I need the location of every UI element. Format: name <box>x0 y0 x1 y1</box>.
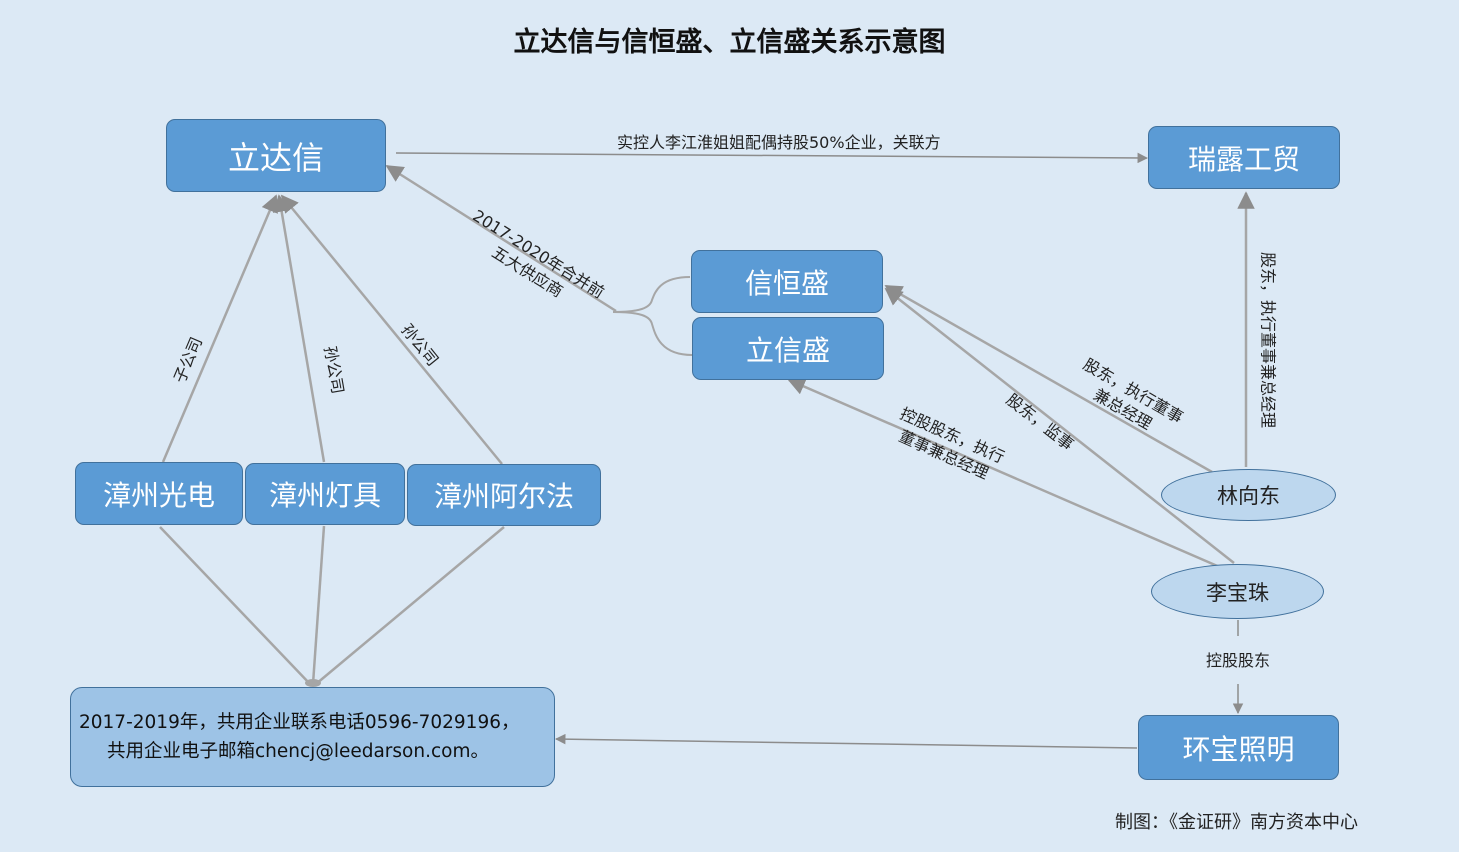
label-lin-ruilu: 股东，执行董事兼总经理 <box>1258 251 1278 429</box>
edge-aerfa-lidaxin <box>280 194 503 465</box>
edge-dengju-lidaxin <box>272 194 326 463</box>
note-line-2: 共用企业电子邮箱chencj@leedarson.com。 <box>107 741 489 762</box>
node-zz-aerfa: 漳州阿尔法 <box>407 464 601 526</box>
shared-contact-note: 2017-2019年，共用企业联系电话0596-7029196， 共用企业电子邮… <box>70 687 555 787</box>
node-xinhengsheng: 信恒盛 <box>691 250 883 313</box>
edge-lidaxin-ruilu <box>395 152 1149 164</box>
person-li: 李宝珠 <box>1151 564 1324 619</box>
edge-li-xinhengsheng <box>884 287 1235 564</box>
edge-dengju-note <box>311 525 326 685</box>
edge-lin-xinhengsheng <box>884 284 1213 474</box>
node-zz-guangdian: 漳州光电 <box>75 462 243 525</box>
diagram-title: 立达信与信恒盛、立信盛关系示意图 <box>513 27 946 58</box>
edge-aerfa-note <box>315 526 505 685</box>
supplier-brace <box>612 276 693 356</box>
edge-guangdian-note <box>159 526 311 685</box>
edge-suppliers-lidaxin <box>385 164 617 313</box>
note-junction <box>305 679 321 687</box>
node-huanbao: 环宝照明 <box>1138 715 1339 780</box>
node-ruilu: 瑞露工贸 <box>1148 126 1340 189</box>
label-controller-relation: 实控人李江淮姐姐配偶持股50%企业，关联方 <box>617 133 941 152</box>
edge-guangdian-lidaxin <box>161 194 278 463</box>
node-lixinsheng: 立信盛 <box>692 317 884 380</box>
person-lin: 林向东 <box>1161 469 1336 521</box>
edge-li-lixinsheng <box>787 378 1223 570</box>
node-lidaxin: 立达信 <box>166 119 386 192</box>
label-li-huanbao: 控股股东 <box>1206 651 1271 670</box>
edge-huanbao-note <box>554 733 1138 749</box>
note-line-1: 2017-2019年，共用企业联系电话0596-7029196， <box>79 712 520 733</box>
node-zz-dengju: 漳州灯具 <box>245 463 405 525</box>
credit-line: 制图：《金证研》南方资本中心 <box>1115 812 1358 833</box>
